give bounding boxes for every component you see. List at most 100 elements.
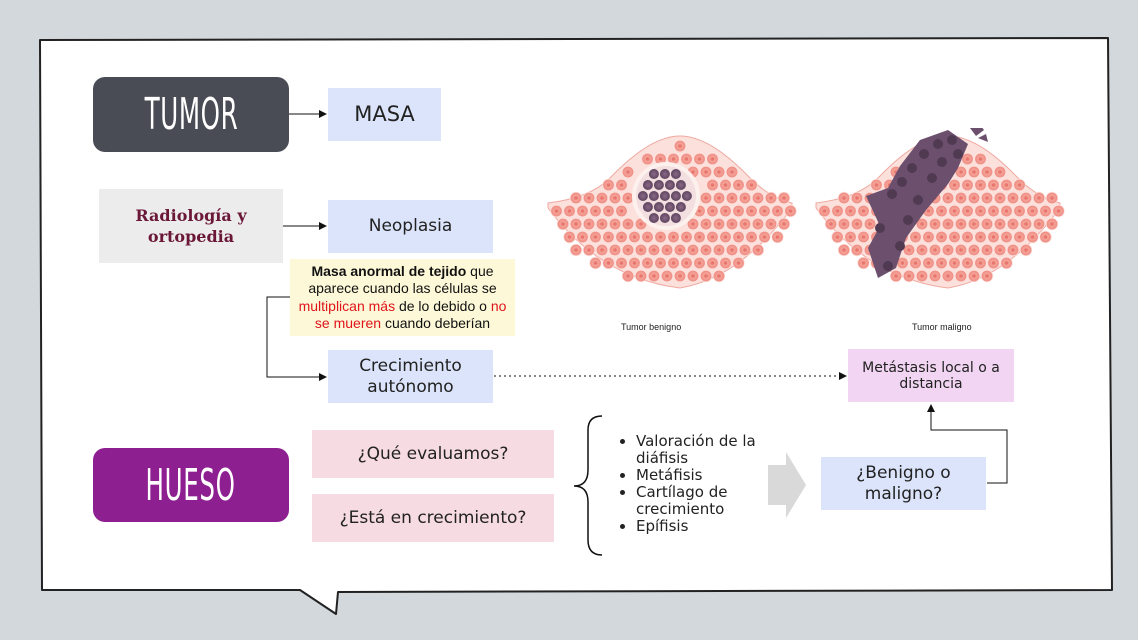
tumor-cell-dot: [895, 241, 905, 251]
cell-nucleus: [684, 235, 689, 239]
cell-nucleus: [697, 209, 702, 213]
cell-nucleus: [842, 248, 846, 252]
cell-nucleus: [632, 261, 637, 265]
cell-nucleus: [952, 209, 957, 213]
cell-nucleus: [861, 261, 866, 265]
cell-nucleus: [665, 274, 669, 278]
cell-nucleus: [619, 209, 624, 213]
cell-nucleus: [756, 248, 760, 252]
tumor-cell-dot: [648, 191, 659, 201]
cell-nucleus: [835, 235, 840, 239]
definition-box: Masa anormal de tejido que aparece cuand…: [290, 259, 515, 336]
cell-nucleus: [580, 235, 585, 239]
cell-nucleus: [678, 144, 682, 148]
metastasis-box: Metástasis local o a distancia: [848, 349, 1014, 402]
cell-nucleus: [704, 274, 708, 278]
cell-nucleus: [723, 261, 728, 265]
tumor-cell-dot: [937, 157, 947, 167]
cell-nucleus: [985, 196, 989, 200]
cell-nucleus: [848, 209, 853, 213]
cell-nucleus: [691, 222, 695, 226]
cell-nucleus: [600, 196, 604, 200]
cell-nucleus: [697, 157, 702, 161]
tumor-cell-dot: [875, 223, 885, 233]
cell-nucleus: [736, 209, 741, 213]
cell-nucleus: [769, 196, 773, 200]
cell-nucleus: [1004, 183, 1009, 187]
cell-nucleus: [678, 248, 682, 252]
cell-nucleus: [678, 274, 682, 278]
cell-nucleus: [1050, 196, 1054, 200]
cell-nucleus: [1017, 209, 1022, 213]
cell-nucleus: [730, 170, 734, 174]
cell-nucleus: [907, 248, 911, 252]
cell-nucleus: [842, 196, 846, 200]
cell-nucleus: [613, 248, 617, 252]
cell-nucleus: [782, 196, 786, 200]
cell-nucleus: [868, 222, 872, 226]
cell-nucleus: [626, 222, 630, 226]
cell-nucleus: [717, 222, 721, 226]
cell-nucleus: [933, 274, 937, 278]
cell-nucleus: [848, 235, 853, 239]
cell-nucleus: [600, 248, 604, 252]
cell-nucleus: [756, 222, 760, 226]
cell-nucleus: [926, 209, 931, 213]
cell-nucleus: [1037, 196, 1041, 200]
cell-nucleus: [587, 196, 591, 200]
cell-nucleus: [723, 183, 728, 187]
list-item: Epífisis: [636, 518, 786, 535]
arrow-definition-crecimiento: [266, 296, 327, 381]
cell-nucleus: [998, 170, 1002, 174]
cell-nucleus: [972, 196, 976, 200]
benigno-maligno-box: ¿Benigno o maligno?: [821, 457, 986, 510]
cell-nucleus: [567, 235, 572, 239]
cell-nucleus: [1050, 222, 1054, 226]
cell-nucleus: [658, 261, 663, 265]
masa-label: MASA: [354, 102, 415, 126]
tumor-title: TUMOR: [144, 89, 238, 140]
cell-nucleus: [639, 274, 643, 278]
cell-nucleus: [730, 248, 734, 252]
cell-nucleus: [933, 248, 937, 252]
cell-nucleus: [697, 261, 702, 265]
cell-nucleus: [1037, 222, 1041, 226]
cell-nucleus: [691, 248, 695, 252]
cell-nucleus: [946, 248, 950, 252]
benign-caption: Tumor benigno: [621, 322, 682, 332]
radiologia-label: Radiología y ortopedia: [135, 206, 247, 246]
tumor-cell-dot: [953, 149, 963, 159]
cell-nucleus: [1043, 209, 1048, 213]
cell-nucleus: [606, 209, 611, 213]
tumor-cell-dot: [927, 173, 937, 183]
cell-nucleus: [574, 248, 578, 252]
cell-nucleus: [710, 157, 715, 161]
cell-nucleus: [978, 157, 983, 161]
cell-nucleus: [704, 248, 708, 252]
cell-nucleus: [907, 274, 911, 278]
cell-nucleus: [939, 209, 944, 213]
cell-nucleus: [952, 235, 957, 239]
cell-nucleus: [704, 196, 708, 200]
cell-nucleus: [985, 222, 989, 226]
malignant-tumor-image: [815, 128, 1065, 289]
cell-nucleus: [756, 196, 760, 200]
cell-nucleus: [762, 209, 767, 213]
cell-nucleus: [580, 209, 585, 213]
cell-nucleus: [959, 170, 963, 174]
cell-nucleus: [1004, 209, 1009, 213]
cell-nucleus: [619, 261, 624, 265]
cell-nucleus: [736, 183, 741, 187]
cell-nucleus: [829, 222, 833, 226]
tumor-cell-dot: [664, 180, 675, 190]
cell-nucleus: [730, 222, 734, 226]
masa-box: MASA: [328, 88, 441, 141]
cell-nucleus: [717, 196, 721, 200]
cell-nucleus: [626, 170, 630, 174]
cell-nucleus: [691, 170, 695, 174]
tumor-cell-dot: [659, 169, 670, 179]
tumor-cell-dot: [887, 189, 897, 199]
cell-nucleus: [972, 222, 976, 226]
cell-nucleus: [1011, 196, 1015, 200]
cell-nucleus: [1024, 196, 1028, 200]
